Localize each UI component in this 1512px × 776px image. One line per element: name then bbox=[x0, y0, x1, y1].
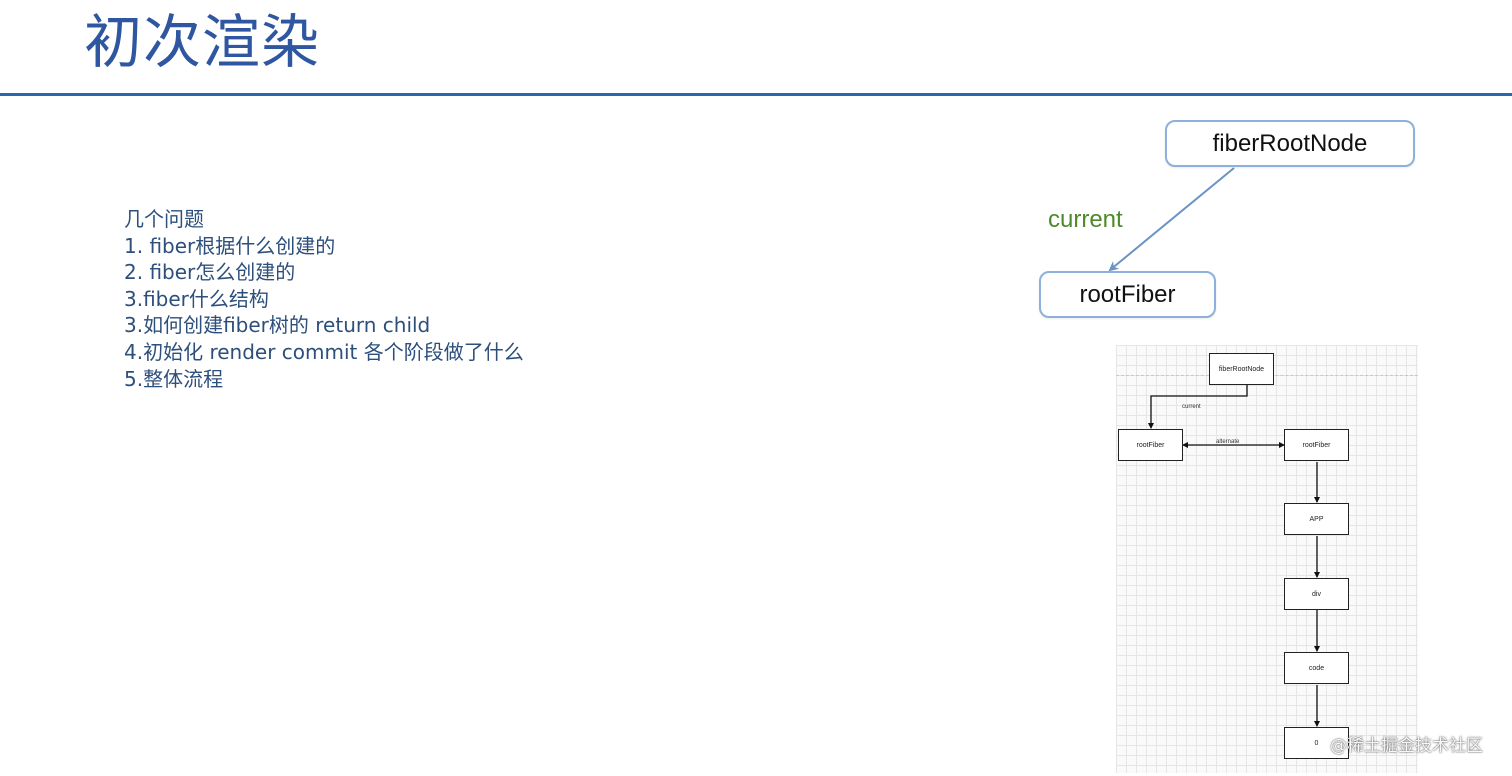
grid-div-node: div bbox=[1284, 578, 1349, 610]
slide-title: 初次渲染 bbox=[84, 8, 321, 76]
grid-fiber-root-node: fiberRootNode bbox=[1209, 353, 1274, 385]
watermark: @稀土掘金技术社区 bbox=[1330, 736, 1483, 756]
title-divider bbox=[0, 93, 1512, 96]
question-item: 1. fiber根据什么创建的 bbox=[124, 233, 336, 258]
grid-alternate-label: alternate bbox=[1216, 439, 1240, 445]
question-item: 3.如何创建fiber树的 return child bbox=[124, 313, 431, 338]
questions-list: 几个问题 1. fiber根据什么创建的 2. fiber怎么创建的 3.fib… bbox=[124, 206, 524, 392]
question-item: 3.fiber什么结构 bbox=[124, 286, 269, 311]
fiber-root-node: fiberRootNode bbox=[1165, 120, 1415, 167]
grid-current-label: current bbox=[1182, 404, 1201, 410]
question-item: 2. fiber怎么创建的 bbox=[124, 260, 296, 285]
grid-zero-node: 0 bbox=[1284, 727, 1349, 759]
grid-current-root-fiber: rootFiber bbox=[1118, 429, 1183, 461]
current-edge-label: current bbox=[1048, 206, 1123, 233]
grid-alternate-root-fiber: rootFiber bbox=[1284, 429, 1349, 461]
grid-code-node: code bbox=[1284, 652, 1349, 684]
grid-app-node: APP bbox=[1284, 503, 1349, 535]
fiber-tree-diagram: fiberRootNode current rootFiber alternat… bbox=[1116, 345, 1418, 773]
question-item: 5.整体流程 bbox=[124, 366, 224, 391]
questions-heading: 几个问题 bbox=[124, 207, 204, 231]
fiber-tree-edges bbox=[1148, 383, 1320, 727]
question-item: 4.初始化 render commit 各个阶段做了什么 bbox=[124, 339, 524, 364]
root-fiber-node: rootFiber bbox=[1039, 271, 1216, 318]
